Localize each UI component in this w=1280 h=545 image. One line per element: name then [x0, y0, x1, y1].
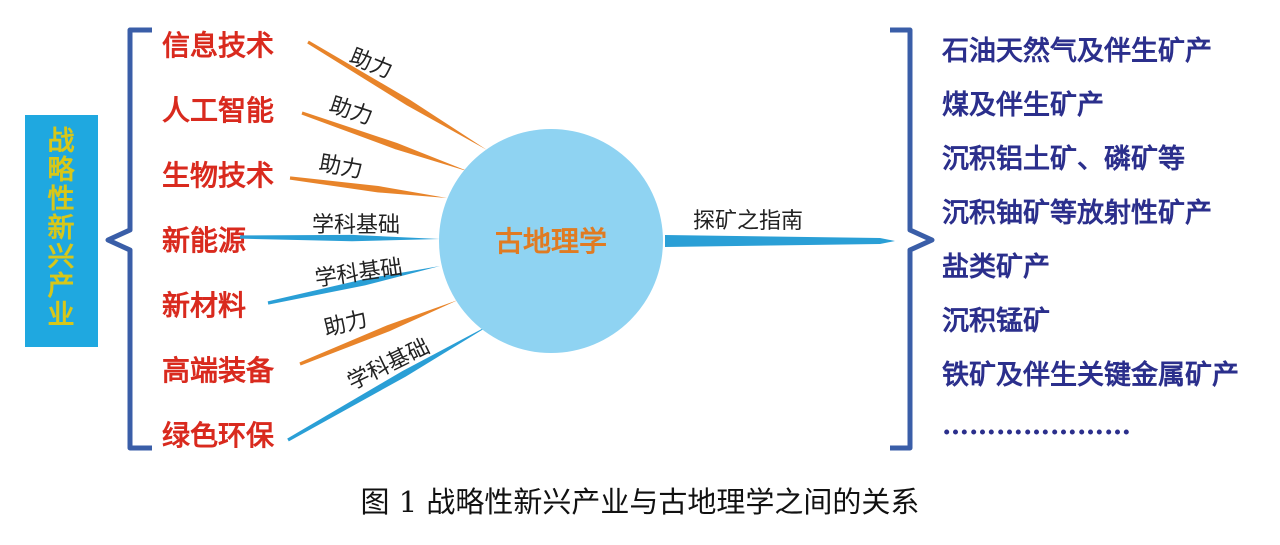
group-label-char: 略: [48, 154, 76, 186]
industry-label: 人工智能: [162, 94, 274, 127]
mineral-item: 铁矿及伴生关键金属矿产: [942, 359, 1239, 391]
mineral-item: 沉积锰矿: [942, 305, 1050, 337]
industry-label: 新材料: [162, 289, 246, 322]
edge-label: 助力: [317, 151, 365, 183]
industry-arrow: [299, 300, 458, 366]
group-label-char: 产: [48, 271, 75, 302]
figure-caption: 图 1 战略性新兴产业与古地理学之间的关系: [361, 485, 920, 519]
industry-label: 信息技术: [162, 29, 274, 62]
industry-arrow: [267, 266, 440, 305]
mineral-ellipsis: …………………: [942, 410, 1131, 441]
mineral-item: 盐类矿产: [942, 251, 1050, 283]
group-label-char: 战: [48, 126, 75, 157]
mineral-item: 沉积铝土矿、磷矿等: [942, 143, 1185, 175]
right-bracket: [890, 27, 935, 451]
group-label: 战略性新兴产业: [48, 126, 76, 331]
group-label-box: [25, 115, 98, 347]
output-arrow: [665, 235, 895, 247]
mineral-item: 煤及伴生矿产: [942, 89, 1104, 121]
left-bracket: [105, 27, 152, 451]
industry-arrow: [287, 322, 495, 442]
industry-arrows: [240, 40, 495, 442]
group-label-char: 性: [48, 184, 75, 215]
mineral-item: 沉积铀矿等放射性矿产: [942, 197, 1212, 229]
industry-label: 新能源: [162, 224, 246, 257]
output-edge-label: 探矿之指南: [693, 209, 803, 234]
group-label-char: 新: [48, 212, 75, 244]
mineral-item: 石油天然气及伴生矿产: [941, 35, 1212, 67]
industry-arrow: [289, 176, 447, 198]
industry-label: 绿色环保: [162, 419, 275, 452]
industry-label: 高端装备: [162, 354, 275, 387]
industry-label: 生物技术: [162, 159, 274, 192]
center-label: 古地理学: [495, 225, 607, 258]
edge-label: 学科基础: [312, 213, 400, 238]
industry-arrow: [301, 111, 470, 172]
industry-arrow: [240, 234, 440, 242]
industry-arrow: [307, 40, 487, 150]
center-circle: [439, 129, 663, 353]
group-label-char: 兴: [48, 242, 75, 273]
group-label-char: 业: [48, 300, 75, 331]
